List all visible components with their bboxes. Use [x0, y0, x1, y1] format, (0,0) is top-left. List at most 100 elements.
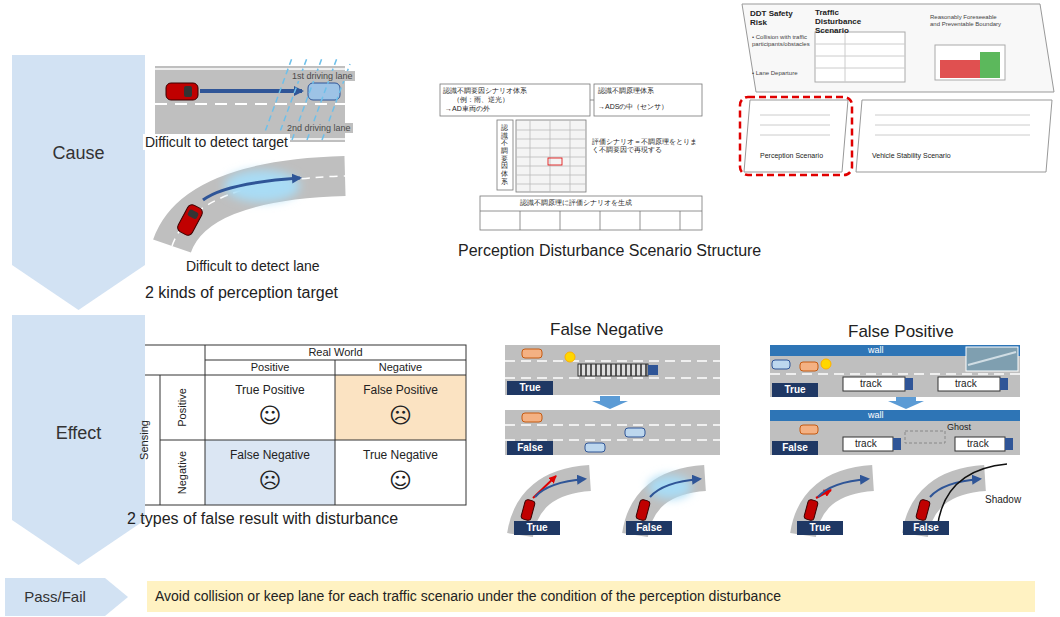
- curve-true-fn: [535, 479, 585, 497]
- lane-label: 1st driving lane: [290, 71, 355, 81]
- table-header: Sensing: [135, 375, 153, 505]
- structure-chart: [516, 120, 586, 192]
- curve-true-fn: [521, 499, 536, 521]
- stage-chevron: Effect: [12, 315, 145, 565]
- false-positive-scene: [770, 421, 1020, 455]
- road-scene: [155, 68, 345, 70]
- tag-text: False: [517, 442, 543, 454]
- scenario-layers: [815, 68, 905, 69]
- false-positive-scene: [800, 425, 818, 434]
- scenario-layers: [875, 115, 1030, 116]
- confusion-table: [205, 440, 335, 505]
- stage-pentagon: Pass/Fail: [5, 578, 128, 616]
- layer-title: DDT Safety Risk: [750, 9, 800, 27]
- scenario-layers: [875, 135, 1030, 136]
- structure-chart: [550, 120, 551, 192]
- truck-label: track: [965, 438, 991, 450]
- structure-chart: [680, 211, 681, 230]
- false-negative-scene: [578, 364, 648, 376]
- lane-label: 2nd driving lane: [285, 123, 353, 133]
- chart-note: 認識不調原理に評価シナリオを生成: [520, 199, 632, 207]
- false-positive-scene: [772, 360, 790, 369]
- confusion-table: [160, 440, 466, 441]
- false-positive-scene: [905, 378, 913, 390]
- false-positive-scene: [1005, 438, 1013, 450]
- stage-chevron: Cause: [12, 55, 145, 310]
- truck-label: track: [953, 378, 979, 390]
- structure-chart: [530, 120, 531, 192]
- chart-note: 認識不調要因体系: [501, 124, 508, 186]
- curve-true-fn: [521, 499, 536, 521]
- state-tag: False: [772, 441, 818, 455]
- criteria-text: Avoid collision or keep lane for each tr…: [155, 588, 781, 604]
- layer-note: • Collision with traffic participants/ob…: [752, 34, 810, 48]
- false-positive-scene: [905, 431, 945, 443]
- tag-text: False: [782, 442, 808, 454]
- false-negative-scene: [585, 443, 605, 452]
- scenario-layers: [815, 32, 905, 82]
- scenario-layers: [744, 100, 848, 172]
- structure-chart: [516, 139, 586, 140]
- table-cell: True Positive: [205, 384, 335, 398]
- truck-label: track: [853, 438, 879, 450]
- tag-text: False: [913, 522, 939, 534]
- curve-false-fp: [930, 479, 980, 497]
- tag-text: False: [636, 522, 662, 534]
- structure-chart: [520, 211, 521, 230]
- layer-title: Traffic Disturbance Scenario: [815, 8, 880, 36]
- curve-false-fp: [916, 499, 931, 521]
- confusion-table: [127, 375, 466, 376]
- confusion-table: [127, 345, 466, 505]
- stage-name: Effect: [12, 423, 145, 444]
- false-negative-scene: [505, 345, 720, 455]
- false-negative-scene: [505, 345, 720, 395]
- criteria-bar: Avoid collision or keep lane for each tr…: [147, 581, 1035, 612]
- structure-chart: [548, 158, 562, 165]
- chart-note: （例：雨、逆光）: [453, 96, 509, 104]
- shape-fill: [12, 315, 145, 565]
- smiley-icon: ☹: [205, 468, 335, 493]
- false-positive-scene: [966, 347, 1018, 371]
- layer-name: Perception Scenario: [760, 152, 823, 160]
- false-positive-scene: [770, 345, 1020, 455]
- curve-false-fn: [648, 475, 692, 499]
- layer-note: • Lane Departure: [752, 70, 797, 77]
- false-positive-scene: [800, 362, 818, 371]
- scenario-layers: [856, 100, 1052, 172]
- tag-text: True: [784, 384, 805, 396]
- smiley-icon: ☺: [335, 468, 466, 493]
- scenario-layers: [980, 52, 1000, 78]
- road-scene: [200, 89, 302, 93]
- chart-note: →ADSの中（センサ）: [598, 103, 668, 111]
- stage-name: Cause: [12, 143, 145, 164]
- scenario-layers: [935, 45, 1005, 80]
- curve-scene: [187, 209, 199, 220]
- wall-label: wall: [868, 410, 884, 421]
- structure-chart: [590, 100, 594, 101]
- scenario-layers: [815, 44, 905, 45]
- false-negative-scene: [505, 360, 720, 362]
- confusion-table: [127, 345, 466, 505]
- structure-chart: [516, 130, 586, 131]
- false-negative-scene: [522, 413, 542, 422]
- curve-true-fp: [804, 499, 819, 521]
- table-header: Negative: [174, 440, 191, 505]
- false-negative-scene: [648, 365, 658, 375]
- layer-name: Vehicle Stability Scenario: [872, 152, 951, 160]
- confusion-table: [205, 360, 466, 361]
- shape-fill: [5, 578, 128, 616]
- panel-heading: False Positive: [848, 322, 954, 342]
- false-positive-scene: [888, 397, 924, 409]
- chart-note: 評価シナリオ＝不調原理をとりまく不調要因で再現する: [592, 138, 700, 154]
- table-cell: False Positive: [335, 384, 466, 398]
- false-positive-scene: [1000, 378, 1008, 390]
- smiley-icon: ☹: [335, 403, 466, 428]
- scenario-layers: [760, 135, 830, 136]
- road-scene: [166, 83, 198, 100]
- scenario-layers: [845, 32, 846, 82]
- structure-chart: [497, 120, 513, 190]
- curve-true-fp: [818, 479, 868, 497]
- structure-chart: [440, 84, 702, 230]
- structure-chart: [640, 211, 641, 230]
